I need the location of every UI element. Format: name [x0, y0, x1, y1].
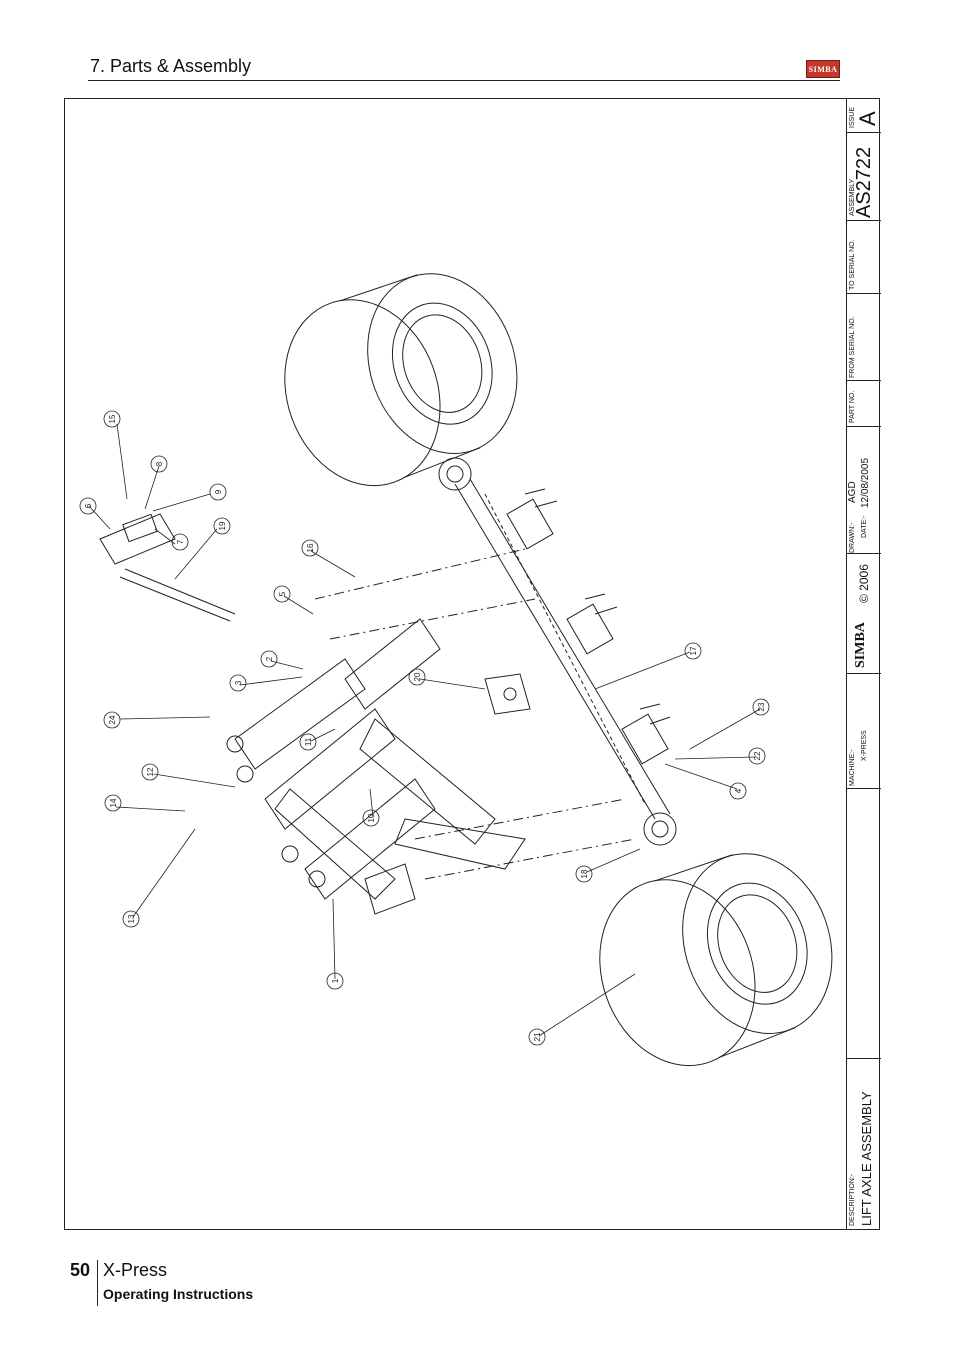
callout-11: 11: [304, 737, 313, 746]
product-name: X-Press: [103, 1260, 168, 1280]
leader-lines: [88, 423, 761, 1037]
drawn-label: DRAWN:-: [849, 522, 856, 553]
axle-beam: [438, 457, 677, 846]
callout-12: 12: [146, 767, 155, 776]
title-block: ISSUE A ASSEMBLY AS2722 TO SERIAL NO. FR…: [846, 98, 881, 1230]
section-title: 7. Parts & Assembly: [90, 56, 252, 76]
callout-1: 1: [331, 978, 340, 983]
header-rule: [88, 80, 840, 81]
callout-6: 6: [84, 503, 93, 508]
axle-brackets: [506, 488, 671, 765]
callout-10: 10: [367, 813, 376, 822]
description-value: LIFT AXLE ASSEMBLY: [859, 1091, 874, 1226]
upper-wheel: [284, 273, 518, 487]
date-value: 12/08/2005: [860, 457, 871, 508]
drawing-frame: [64, 98, 880, 1230]
callout-bubbles: [79, 410, 770, 1046]
callout-4: 4: [734, 788, 743, 793]
machine-value: X-PRESS: [861, 730, 868, 761]
callout-16: 16: [306, 543, 315, 552]
callout-15: 15: [108, 414, 117, 423]
to-serial-label: TO SERIAL NO.: [849, 239, 856, 290]
callout-2: 2: [265, 656, 274, 661]
issue-value: A: [855, 111, 880, 126]
title-block-brand: SIMBA: [853, 622, 868, 668]
callout-19: 19: [218, 521, 227, 530]
callout-5: 5: [278, 591, 287, 596]
drawn-value: AGD: [847, 481, 858, 503]
part-no-label: PART NO.: [849, 390, 856, 423]
manual-subtitle: Operating Instructions: [103, 1286, 254, 1302]
lift-frame: [226, 548, 636, 915]
date-label: DATE:-: [861, 515, 868, 538]
exploded-parts-drawing: 15 8 9 6 7 19 16 5 2 3 20 17 24 23 22 4 …: [79, 273, 833, 1067]
callout-21: 21: [533, 1032, 542, 1041]
from-serial-label: FROM SERIAL NO.: [849, 316, 856, 378]
callout-23: 23: [757, 702, 766, 711]
brand-logo: SIMBA: [806, 60, 840, 78]
callout-17: 17: [689, 646, 698, 655]
description-label: DESCRIPTION:-: [849, 1173, 856, 1226]
bracket-assembly: [99, 513, 236, 622]
copyright: © 2006: [857, 564, 871, 603]
callout-7: 7: [176, 539, 185, 544]
assembly-value: AS2722: [853, 146, 875, 218]
pivot-block: [484, 673, 531, 715]
page-number: 50: [70, 1260, 91, 1280]
callout-22: 22: [753, 751, 762, 760]
machine-label: MACHINE:-: [849, 749, 856, 786]
callout-14: 14: [109, 798, 118, 807]
footer-rule: [97, 1260, 98, 1306]
lower-wheel: [599, 853, 833, 1067]
callout-20: 20: [413, 672, 422, 681]
callout-13: 13: [127, 914, 136, 923]
callout-18: 18: [580, 869, 589, 878]
callout-8: 8: [155, 461, 164, 466]
callout-24: 24: [108, 715, 117, 724]
callout-9: 9: [214, 489, 223, 494]
callout-3: 3: [234, 680, 243, 685]
